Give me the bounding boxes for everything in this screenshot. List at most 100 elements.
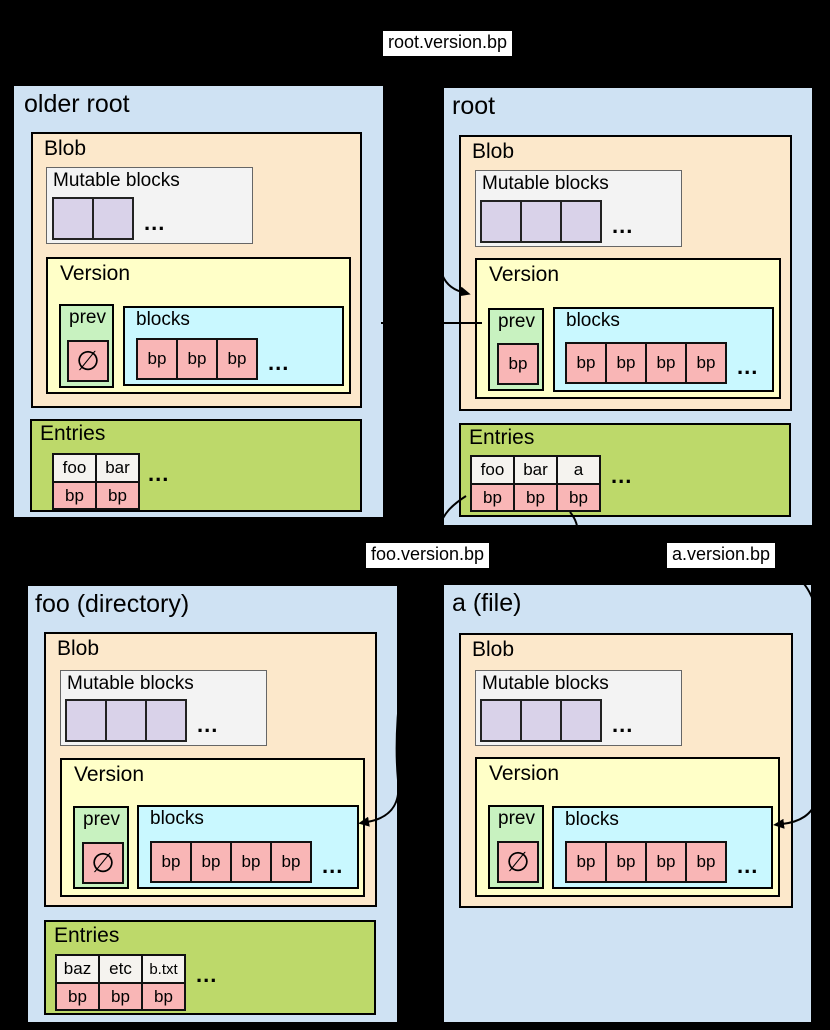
bp-cell: bp — [150, 841, 192, 883]
null-pointer-glyph: ∅ — [91, 847, 115, 878]
entry-pointer-cell: bp — [52, 481, 97, 510]
entries-title: Entries — [54, 924, 120, 947]
blob-title: Blob — [472, 140, 515, 163]
bp-cell: bp — [270, 841, 312, 883]
blocks-title: blocks — [150, 808, 204, 829]
entry-name-cell: baz — [55, 954, 100, 984]
mutable-block-cell — [480, 200, 522, 243]
blocks-cells: bp bp bp bp ... — [565, 342, 758, 384]
entry-pointer-cell: bp — [513, 483, 558, 512]
bp-cell: bp — [685, 841, 727, 883]
entry-name-row: foo bar — [52, 453, 140, 483]
entry-pointer-row: bp bp — [52, 481, 140, 510]
a-version-box: Version prev ∅ blocks bp bp bp bp ... — [475, 757, 780, 897]
mutable-block-cell — [560, 200, 602, 243]
entry-pointer-cell: bp — [141, 982, 186, 1011]
foo-blob-box: Blob Mutable blocks ... Version prev ∅ — [44, 632, 377, 907]
a-mutable-blocks-box: Mutable blocks ... — [475, 670, 682, 746]
entry-pointer-cell: bp — [95, 481, 140, 510]
foo-version-box: Version prev ∅ blocks bp bp bp bp ... — [60, 758, 365, 897]
ellipsis: ... — [612, 212, 634, 238]
mutable-block-cell — [560, 699, 602, 742]
mutable-block-cell — [65, 699, 107, 742]
older-root-entries-box: Entries foo bar bp bp ... — [30, 419, 362, 512]
root-version-box: Version prev bp blocks bp bp bp bp ... — [475, 258, 781, 399]
ellipsis: ... — [322, 853, 344, 878]
older-root-blocks-box: blocks bp bp bp ... — [123, 306, 344, 386]
root-blob-box: Blob Mutable blocks ... Version prev bp … — [459, 135, 792, 411]
blob-title: Blob — [44, 137, 87, 160]
blocks-title: blocks — [566, 310, 620, 331]
root-mutable-blocks-box: Mutable blocks ... — [475, 170, 682, 247]
older-root-title: older root — [24, 90, 130, 118]
bp-cell: bp — [685, 342, 727, 384]
mutable-blocks-title: Mutable blocks — [482, 173, 609, 194]
blob-title: Blob — [472, 638, 515, 661]
mutable-block-cell — [92, 197, 134, 240]
a-title: a (file) — [452, 589, 522, 617]
mutable-blocks-title: Mutable blocks — [53, 170, 180, 191]
blocks-title: blocks — [565, 809, 619, 830]
ellipsis: ... — [612, 711, 634, 737]
prev-pointer-cell: ∅ — [67, 340, 109, 382]
entry-name-cell: foo — [470, 455, 515, 485]
bp-cell: bp — [605, 342, 647, 384]
entries-title: Entries — [469, 426, 535, 449]
mutable-blocks-title: Mutable blocks — [67, 673, 194, 694]
blocks-cells: bp bp bp bp ... — [150, 841, 343, 883]
bp-cell: bp — [176, 338, 218, 380]
mutable-block-cell — [520, 699, 562, 742]
label-a-version-bp: a.version.bp — [667, 543, 776, 568]
older-root-blob-box: Blob Mutable blocks ... Version prev ∅ — [31, 132, 362, 408]
foo-mutable-blocks-box: Mutable blocks ... — [60, 670, 267, 746]
a-prev-box: prev ∅ — [488, 805, 544, 889]
mutable-block-cells: ... — [480, 699, 633, 742]
prev-pointer-cell: ∅ — [82, 842, 124, 884]
entry-name-cell: bar — [513, 455, 558, 485]
ellipsis: ... — [196, 962, 218, 987]
blocks-cells: bp bp bp bp ... — [565, 841, 758, 883]
mutable-block-cell — [520, 200, 562, 243]
version-title: Version — [74, 763, 145, 786]
entries-table: foo bar a bp bp bp — [470, 455, 601, 512]
root-entries-box: Entries foo bar a bp bp bp ... — [459, 423, 791, 517]
ellipsis: ... — [197, 711, 219, 737]
entry-pointer-cell: bp — [470, 483, 515, 512]
entry-pointer-row: bp bp bp — [470, 483, 601, 512]
mutable-block-cell — [105, 699, 147, 742]
prev-title: prev — [498, 808, 535, 829]
version-title: Version — [60, 262, 131, 285]
bp-cell: bp — [565, 342, 607, 384]
foo-blocks-box: blocks bp bp bp bp ... — [137, 805, 359, 889]
ellipsis: ... — [737, 853, 759, 878]
ellipsis: ... — [148, 461, 170, 486]
older-root-box: older root Blob Mutable blocks ... Versi… — [12, 84, 385, 519]
mutable-block-cells: ... — [480, 200, 633, 243]
foo-entries-box: Entries baz etc b.txt bp bp bp ... — [44, 920, 376, 1015]
bp-cell: bp — [136, 338, 178, 380]
entry-name-cell: bar — [95, 453, 140, 483]
entries-table: baz etc b.txt bp bp bp — [55, 954, 186, 1011]
entry-name-cell: etc — [98, 954, 143, 984]
label-foo-version-bp: foo.version.bp — [366, 543, 490, 568]
mutable-block-cell — [52, 197, 94, 240]
entry-name-cell: b.txt — [141, 954, 186, 984]
a-blob-box: Blob Mutable blocks ... Version prev ∅ — [459, 633, 793, 908]
root-prev-box: prev bp — [488, 308, 544, 391]
entries-title: Entries — [40, 422, 106, 445]
mutable-blocks-title: Mutable blocks — [482, 673, 609, 694]
bp-cell: bp — [605, 841, 647, 883]
root-blocks-box: blocks bp bp bp bp ... — [553, 307, 774, 392]
entries-table: foo bar bp bp — [52, 453, 140, 510]
foo-directory-box: foo (directory) Blob Mutable blocks ... … — [26, 584, 399, 1024]
entry-pointer-cell: bp — [55, 982, 100, 1011]
null-pointer-glyph: ∅ — [506, 846, 530, 877]
prev-title: prev — [69, 307, 106, 328]
foo-prev-box: prev ∅ — [73, 806, 129, 889]
version-title: Version — [489, 762, 560, 785]
bp-cell: bp — [216, 338, 258, 380]
ellipsis: ... — [144, 209, 166, 235]
blocks-cells: bp bp bp ... — [136, 338, 289, 380]
bp-cell: bp — [190, 841, 232, 883]
